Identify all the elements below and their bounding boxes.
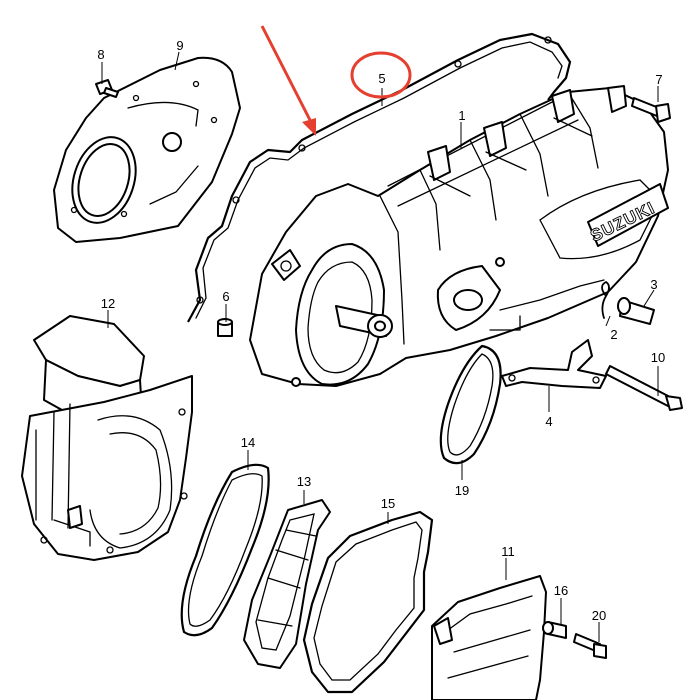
highlight-circle (350, 51, 412, 99)
callout-11: 11 (501, 544, 515, 559)
part-10-bolt (95, 79, 119, 98)
leader-lines (101, 51, 659, 642)
callout-3: 3 (650, 277, 657, 292)
part-9-cover-plate (53, 56, 241, 243)
part-2-clip (601, 280, 610, 319)
part-3-pin (617, 297, 655, 325)
callout-10: 8 (97, 47, 104, 62)
callout-labels: 8 9 5 1 7 3 2 6 10 4 19 12 14 13 15 11 1… (97, 38, 665, 623)
part-8-bolt (605, 365, 683, 411)
part-5-gasket (187, 32, 572, 323)
highlight-overlay (260, 25, 412, 136)
callout-6: 6 (222, 289, 229, 304)
part-14-gasket (180, 463, 270, 637)
part-12-housing (21, 315, 193, 561)
callout-1: 1 (458, 108, 465, 123)
callout-13: 13 (297, 474, 311, 489)
part-11-cover (431, 575, 547, 700)
part-6-dowel (217, 318, 233, 337)
callout-8: 10 (651, 350, 665, 365)
highlight-arrow-shaft (260, 25, 314, 125)
callout-4: 4 (545, 414, 552, 429)
callout-16: 16 (554, 583, 568, 598)
callout-12: 12 (101, 296, 115, 311)
callout-20: 20 (592, 608, 606, 623)
part-7-bolt (631, 97, 671, 123)
callout-15: 15 (381, 496, 395, 511)
part-16-bushing (542, 621, 567, 639)
part-19-seal (439, 344, 502, 465)
part-20-bolt (573, 633, 607, 659)
part-13-frame (243, 499, 331, 669)
callout-2: 2 (610, 327, 617, 342)
highlight-arrow-head (302, 118, 316, 136)
callout-5: 5 (378, 71, 385, 86)
callout-19: 19 (455, 483, 469, 498)
part-15-gasket (302, 510, 434, 694)
part-4-bracket (501, 339, 607, 389)
callout-9: 9 (176, 38, 183, 53)
callout-14: 14 (241, 435, 255, 450)
callout-7: 7 (655, 72, 662, 87)
